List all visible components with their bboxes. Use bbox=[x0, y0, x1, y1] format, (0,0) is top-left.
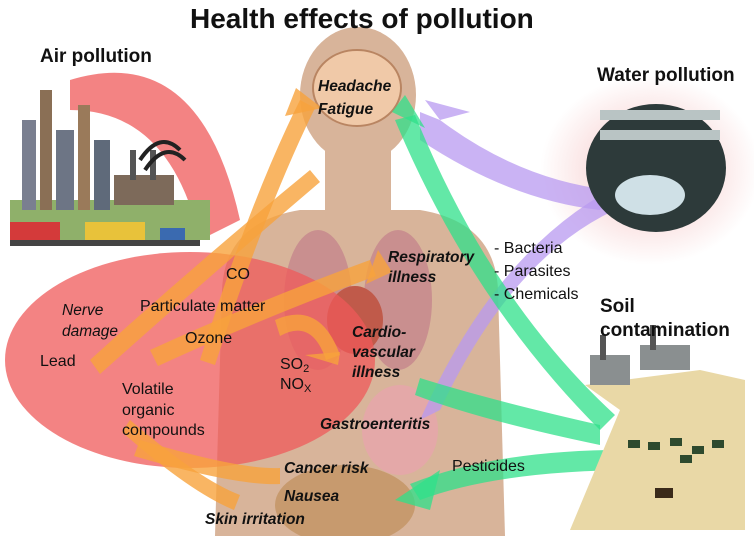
voc-line3: compounds bbox=[122, 422, 205, 440]
cancer-risk-label: Cancer risk bbox=[284, 460, 369, 477]
lead-label: Lead bbox=[40, 353, 76, 370]
so2-sub: 2 bbox=[303, 363, 310, 375]
nerve-line1: Nerve bbox=[62, 302, 104, 319]
respiratory-line1: Respiratory bbox=[388, 249, 475, 266]
cardio-line3: illness bbox=[352, 364, 401, 382]
skin-irritation-label: Skin irritation bbox=[205, 511, 305, 528]
brain-icon bbox=[312, 49, 402, 127]
soil-heading-line1: Soil bbox=[600, 296, 635, 317]
nerve-line2: damage bbox=[62, 323, 119, 341]
air-pollution-heading: Air pollution bbox=[40, 46, 152, 67]
nausea-label: Nausea bbox=[284, 488, 340, 505]
parasites-label: - Parasites bbox=[494, 263, 571, 280]
so2-label: SO2 bbox=[280, 356, 309, 375]
nerve-damage-label: Nerve damage bbox=[62, 302, 118, 340]
air-arrows bbox=[90, 88, 392, 510]
cardio-line1: Cardio- bbox=[352, 324, 407, 341]
so2-base: SO bbox=[280, 356, 304, 373]
fatigue-label: Fatigue bbox=[318, 101, 374, 118]
gastroenteritis-label: Gastroenteritis bbox=[320, 416, 431, 433]
cardio-line2: vascular bbox=[352, 344, 415, 362]
respiratory-line2: illness bbox=[388, 269, 437, 287]
respiratory-illness-label: Respiratory illness bbox=[388, 249, 474, 286]
nox-sub: X bbox=[304, 383, 312, 395]
voc-line2: organic bbox=[122, 401, 175, 419]
water-pollution-heading: Water pollution bbox=[597, 65, 735, 86]
city-icon bbox=[10, 90, 210, 246]
bacteria-label: - Bacteria bbox=[494, 240, 563, 257]
page-title: Health effects of pollution bbox=[190, 3, 534, 34]
pesticides-label: Pesticides bbox=[452, 458, 525, 475]
co-label: CO bbox=[226, 266, 250, 283]
voc-line1: Volatile bbox=[122, 381, 174, 398]
soil-heading-line2: contamination bbox=[600, 319, 730, 341]
water-pipe-icon bbox=[586, 104, 726, 232]
soil-contamination-heading: Soil contamination bbox=[600, 296, 730, 342]
voc-label: Volatile organic compounds bbox=[122, 381, 205, 440]
cardiovascular-illness-label: Cardio- vascular illness bbox=[352, 324, 415, 381]
soil-arrows bbox=[392, 95, 640, 510]
ozone-label: Ozone bbox=[185, 330, 233, 347]
farm-icon bbox=[570, 325, 745, 530]
particulate-matter-label: Particulate matter bbox=[140, 298, 266, 315]
nox-label: NOX bbox=[280, 376, 311, 395]
chemicals-label: - Chemicals bbox=[494, 286, 579, 303]
headache-label: Headache bbox=[318, 78, 392, 95]
nox-base: NO bbox=[280, 376, 304, 393]
